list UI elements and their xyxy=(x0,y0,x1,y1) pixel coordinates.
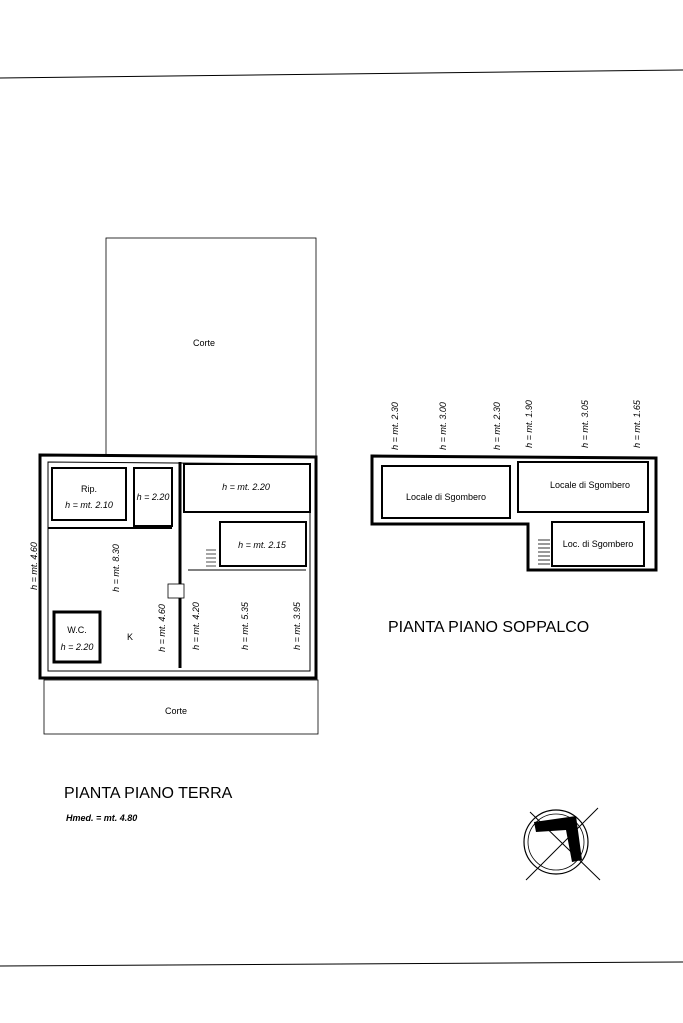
rip-height: h = mt. 2.10 xyxy=(65,500,113,510)
rip-label: Rip. xyxy=(81,484,97,494)
room-ripostiglio xyxy=(51,467,127,521)
mezzanine-outer-wall xyxy=(370,454,658,572)
vh-mz-4: h = mt. 1.90 xyxy=(524,400,534,448)
hmed-label: Hmed. = mt. 4.80 xyxy=(66,813,137,823)
room-mid-right xyxy=(219,521,307,567)
staircase-icon xyxy=(206,549,216,567)
mezzanine-plan: Locale di Sgombero Locale di Sgombero Lo… xyxy=(370,399,658,572)
room-sgombero-left xyxy=(381,465,511,519)
room-sgombero-right xyxy=(517,461,649,513)
mezzanine-stair-icon xyxy=(538,539,550,565)
door-opening xyxy=(167,583,185,599)
courtyard-top-label: Corte xyxy=(193,338,215,348)
vh-gf-4: h = mt. 4.20 xyxy=(191,602,201,650)
vh-gf-3: h = mt. 4.60 xyxy=(157,604,167,652)
vh-gf-6: h = mt. 3.95 xyxy=(292,601,302,650)
room-mid-right-height: h = mt. 2.15 xyxy=(238,540,287,550)
vh-mz-5: h = mt. 3.05 xyxy=(580,399,590,448)
top-rule xyxy=(0,69,683,79)
room-corridor xyxy=(133,467,173,527)
north-arrow-icon xyxy=(523,807,601,881)
room-top-right xyxy=(183,463,311,513)
room-wc xyxy=(52,610,102,664)
bottom-rule xyxy=(0,961,683,967)
vh-mz-3: h = mt. 2.30 xyxy=(492,402,502,450)
vh-mz-6: h = mt. 1.65 xyxy=(632,399,642,448)
vh-gf-5: h = mt. 5.35 xyxy=(240,601,250,650)
vh-gf-2: h = mt. 8.30 xyxy=(111,544,121,592)
ground-floor-title: PIANTA PIANO TERRA xyxy=(64,785,233,802)
courtyard-bottom-label: Corte xyxy=(165,706,187,716)
mezzanine-title: PIANTA PIANO SOPPALCO xyxy=(388,619,589,636)
ground-floor-plan: Corte Rip. h = mt. 2.10 h = 2.20 K W.C. … xyxy=(29,237,319,735)
wc-height: h = 2.20 xyxy=(61,642,94,652)
corridor-height: h = 2.20 xyxy=(137,492,170,502)
vh-gf-1: h = mt. 4.60 xyxy=(29,542,39,590)
vh-mz-2: h = mt. 3.00 xyxy=(438,402,448,450)
room-sgombero-small xyxy=(551,521,645,567)
courtyard-bottom xyxy=(43,679,319,735)
vh-mz-1: h = mt. 2.30 xyxy=(390,402,400,450)
building-outer-wall xyxy=(38,453,318,680)
kitchen-label: K xyxy=(127,632,133,642)
room-sgombero-right-label: Locale di Sgombero xyxy=(550,480,630,490)
wc-label: W.C. xyxy=(67,625,87,635)
room-sgombero-small-label: Loc. di Sgombero xyxy=(563,539,634,549)
room-sgombero-left-label: Locale di Sgombero xyxy=(406,492,486,502)
room-top-right-height: h = mt. 2.20 xyxy=(222,482,270,492)
